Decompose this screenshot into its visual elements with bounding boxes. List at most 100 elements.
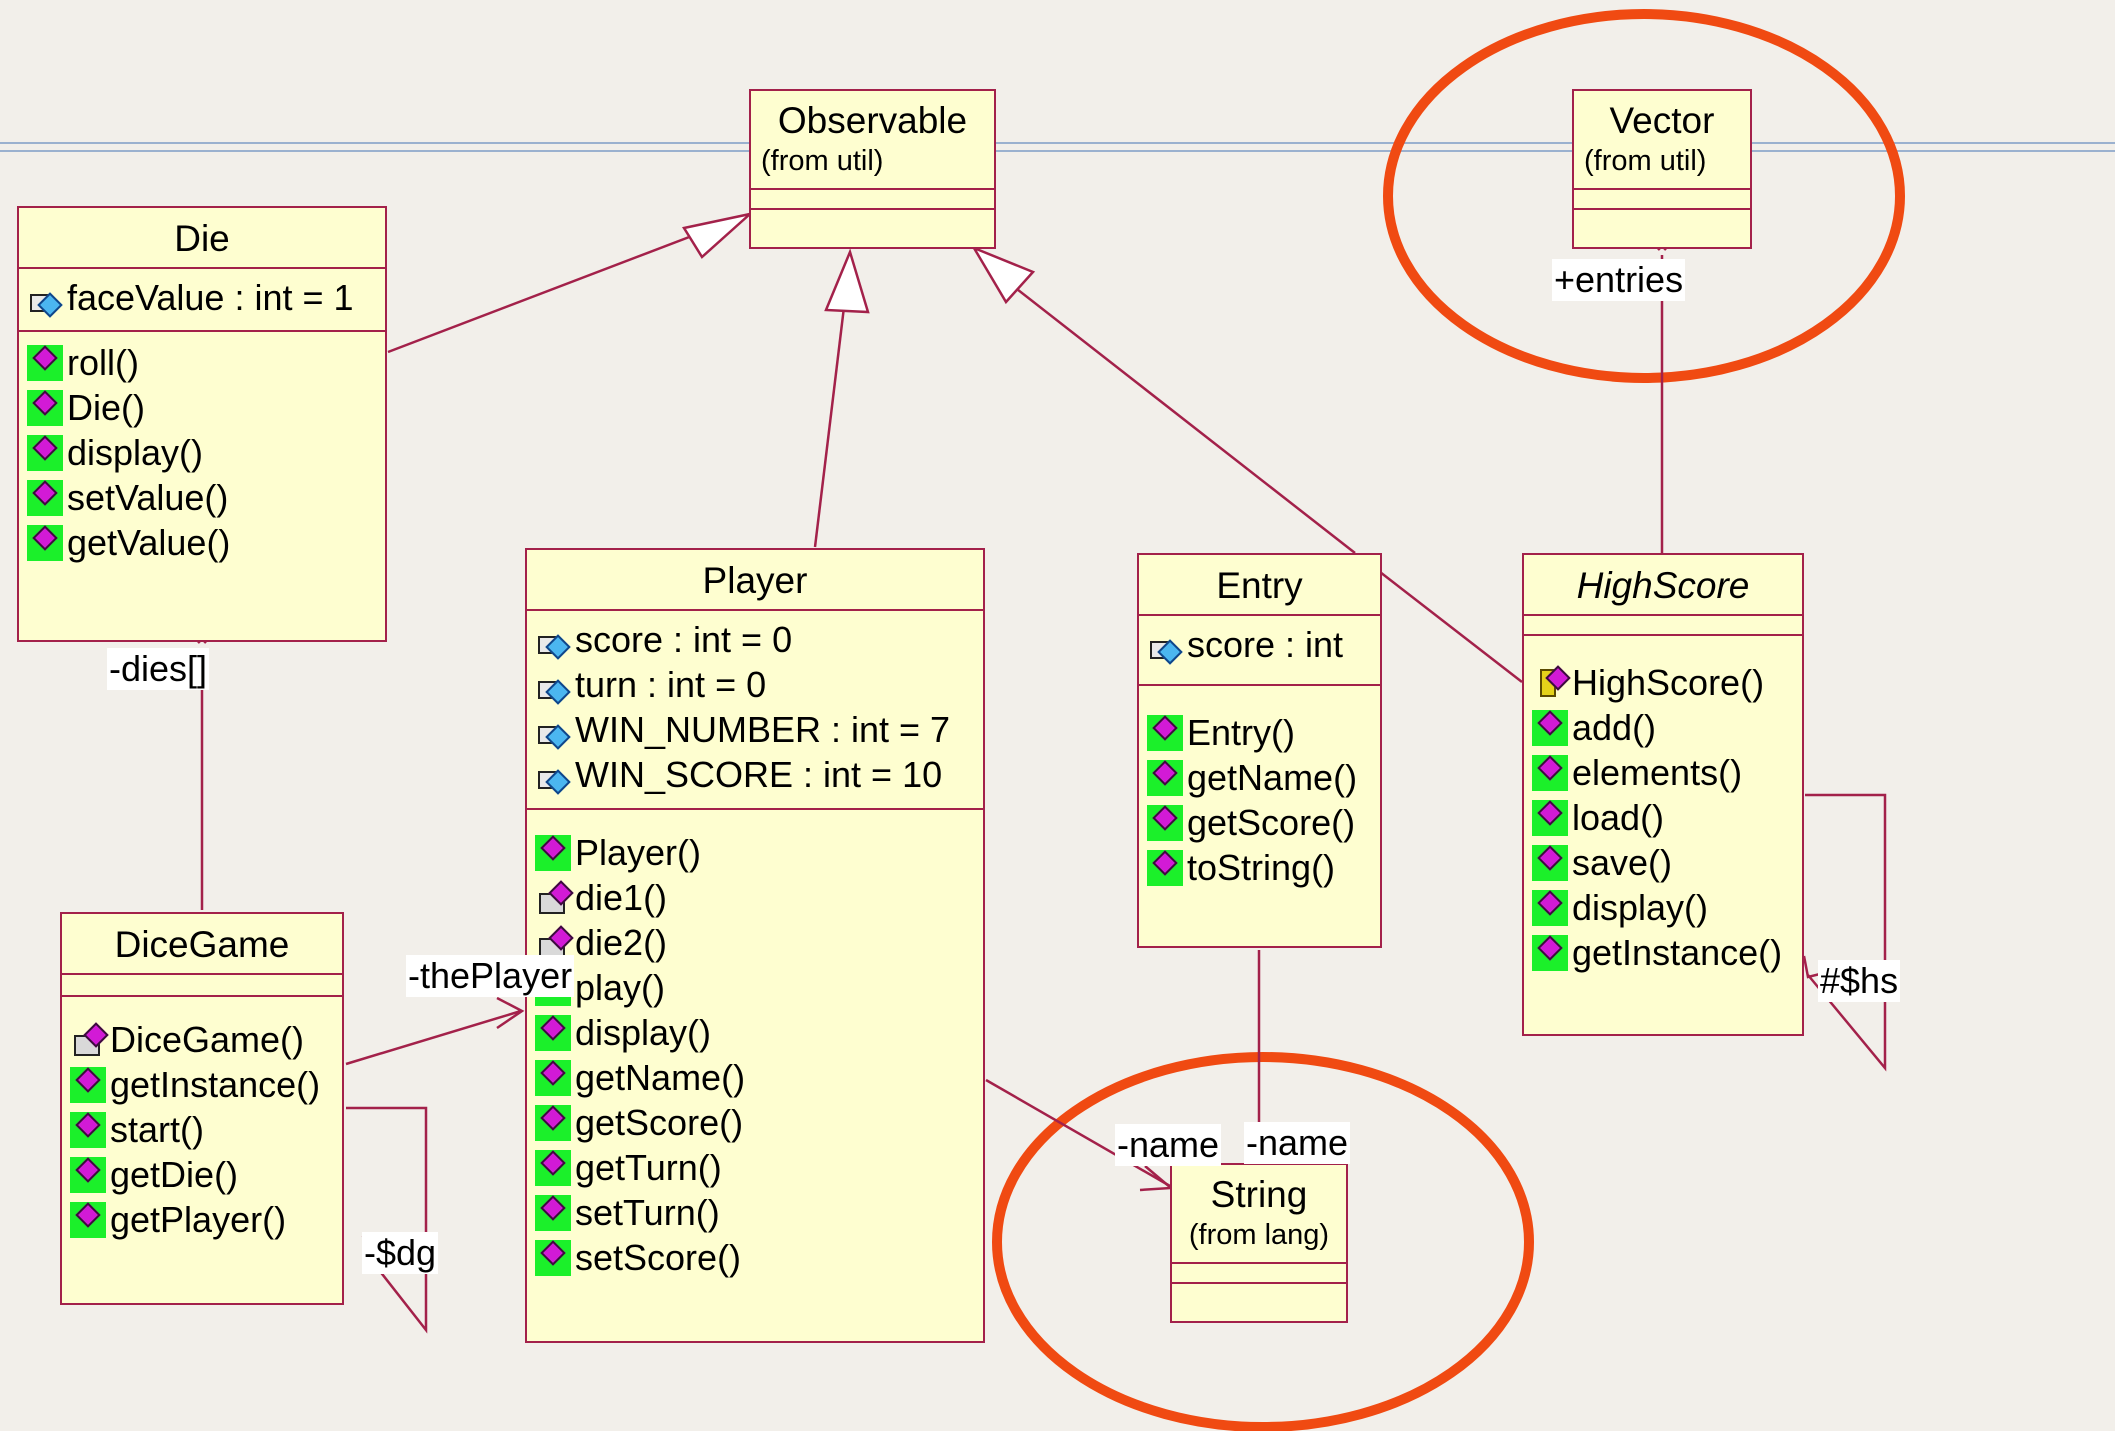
package-label: (from util) bbox=[1574, 143, 1750, 190]
operation-icon bbox=[1532, 799, 1568, 836]
operation-icon bbox=[535, 1149, 571, 1186]
operation-row: die2() bbox=[535, 920, 983, 965]
operation-icon bbox=[535, 1104, 571, 1141]
attribute-icon bbox=[535, 757, 571, 793]
operation-row: getDie() bbox=[70, 1152, 342, 1197]
operation-row: getValue() bbox=[27, 520, 385, 565]
operation-row: getName() bbox=[1147, 755, 1380, 800]
player-string-association bbox=[985, 1078, 1171, 1188]
operation-row: add() bbox=[1532, 705, 1802, 750]
operation-row: DiceGame() bbox=[70, 1017, 342, 1062]
player-generalization-arrowhead bbox=[824, 248, 870, 314]
class-dicegame[interactable]: DiceGame DiceGame() getInstance() start(… bbox=[60, 912, 344, 1305]
class-name: Entry bbox=[1139, 555, 1380, 616]
attribute-row: score : int = 0 bbox=[535, 617, 983, 662]
operation-icon bbox=[1532, 934, 1568, 971]
attribute-row: faceValue : int = 1 bbox=[27, 275, 385, 320]
player-observable-generalization bbox=[813, 306, 846, 548]
operation-icon bbox=[70, 1066, 106, 1103]
operation-compartment: HighScore() add() elements() load() save… bbox=[1524, 636, 1802, 975]
attribute-icon bbox=[1147, 627, 1183, 663]
operation-icon bbox=[535, 1194, 571, 1231]
highlight-ellipse-string bbox=[992, 1052, 1534, 1431]
class-die[interactable]: Die faceValue : int = 1 roll() Die() dis… bbox=[17, 206, 387, 642]
package-label: (from util) bbox=[751, 143, 994, 190]
operation-row: getScore() bbox=[535, 1100, 983, 1145]
highlight-ellipse-vector bbox=[1383, 9, 1905, 383]
operation-row: display() bbox=[1532, 885, 1802, 930]
operation-row: display() bbox=[27, 430, 385, 475]
observable-generalization-arrowhead bbox=[971, 245, 1036, 305]
operation-icon bbox=[1532, 709, 1568, 746]
class-name: Vector bbox=[1609, 100, 1715, 141]
operation-compartment: DiceGame() getInstance() start() getDie(… bbox=[62, 997, 342, 1242]
class-name: Die bbox=[19, 208, 385, 269]
operation-row: getTurn() bbox=[535, 1145, 983, 1190]
role-label-dg: -$dg bbox=[362, 1232, 439, 1274]
protected-operation-icon bbox=[1532, 665, 1568, 701]
attribute-row: score : int bbox=[1147, 622, 1380, 667]
package-label: (from lang) bbox=[1172, 1217, 1346, 1264]
operation-icon bbox=[70, 1156, 106, 1193]
role-label-the-player: -thePlayer bbox=[406, 955, 575, 997]
attribute-compartment bbox=[1574, 190, 1750, 210]
role-label-hs: #$hs bbox=[1818, 960, 1901, 1002]
operation-icon bbox=[535, 834, 571, 871]
operation-icon bbox=[1532, 754, 1568, 791]
operation-row: Die() bbox=[27, 385, 385, 430]
operation-icon bbox=[27, 434, 63, 471]
role-label-entry-name: -name bbox=[1244, 1122, 1351, 1164]
attribute-compartment bbox=[1172, 1264, 1346, 1284]
operation-icon bbox=[1147, 849, 1183, 886]
operation-row: Player() bbox=[535, 830, 983, 875]
operation-row: setValue() bbox=[27, 475, 385, 520]
attribute-compartment: score : int = 0 turn : int = 0 WIN_NUMBE… bbox=[527, 611, 983, 810]
attribute-row: WIN_SCORE : int = 10 bbox=[535, 752, 983, 797]
class-string[interactable]: String (from lang) bbox=[1170, 1163, 1348, 1323]
dicegame-player-association bbox=[345, 1009, 522, 1066]
role-label-player-name: -name bbox=[1115, 1124, 1222, 1166]
class-observable[interactable]: Observable (from util) bbox=[749, 89, 996, 249]
operation-icon bbox=[1532, 844, 1568, 881]
operation-row: getPlayer() bbox=[70, 1197, 342, 1242]
entry-observable-generalization bbox=[1012, 285, 1356, 554]
attribute-row: WIN_NUMBER : int = 7 bbox=[535, 707, 983, 752]
operation-row: save() bbox=[1532, 840, 1802, 885]
class-name: DiceGame bbox=[62, 914, 342, 975]
operation-icon bbox=[535, 1014, 571, 1051]
highscore-self-association bbox=[1805, 793, 1887, 1072]
operation-row: getInstance() bbox=[70, 1062, 342, 1107]
operation-icon bbox=[1147, 759, 1183, 796]
operation-row: die1() bbox=[535, 875, 983, 920]
operation-row: elements() bbox=[1532, 750, 1802, 795]
operation-row: getScore() bbox=[1147, 800, 1380, 845]
operation-row: start() bbox=[70, 1107, 342, 1152]
die-observable-generalization bbox=[387, 229, 706, 354]
operation-row: setScore() bbox=[535, 1235, 983, 1280]
class-name: HighScore bbox=[1524, 555, 1802, 616]
role-label-dies: -dies[] bbox=[107, 648, 210, 690]
class-highscore[interactable]: HighScore HighScore() add() elements() l… bbox=[1522, 553, 1804, 1036]
operation-icon bbox=[1532, 889, 1568, 926]
class-vector[interactable]: Vector (from util) bbox=[1572, 89, 1752, 249]
operation-row: getInstance() bbox=[1532, 930, 1802, 975]
operation-row: Entry() bbox=[1147, 710, 1380, 755]
attribute-compartment bbox=[751, 190, 994, 210]
operation-icon bbox=[27, 479, 63, 516]
operation-icon bbox=[70, 1111, 106, 1148]
class-name: Player bbox=[527, 550, 983, 611]
operation-compartment: roll() Die() display() setValue() getVal… bbox=[19, 332, 385, 565]
dicegame-self-association bbox=[346, 1106, 428, 1334]
operation-compartment: Player() die1() die2() play() display() … bbox=[527, 810, 983, 1280]
class-player[interactable]: Player score : int = 0 turn : int = 0 WI… bbox=[525, 548, 985, 1343]
attribute-compartment bbox=[1524, 616, 1802, 636]
attribute-icon bbox=[535, 622, 571, 658]
private-operation-icon bbox=[70, 1022, 106, 1058]
attribute-compartment: score : int bbox=[1139, 616, 1380, 686]
attribute-icon bbox=[535, 712, 571, 748]
operation-icon bbox=[1147, 714, 1183, 751]
title-rule-top bbox=[0, 142, 2115, 144]
class-entry[interactable]: Entry score : int Entry() getName() getS… bbox=[1137, 553, 1382, 948]
private-operation-icon bbox=[535, 880, 571, 916]
